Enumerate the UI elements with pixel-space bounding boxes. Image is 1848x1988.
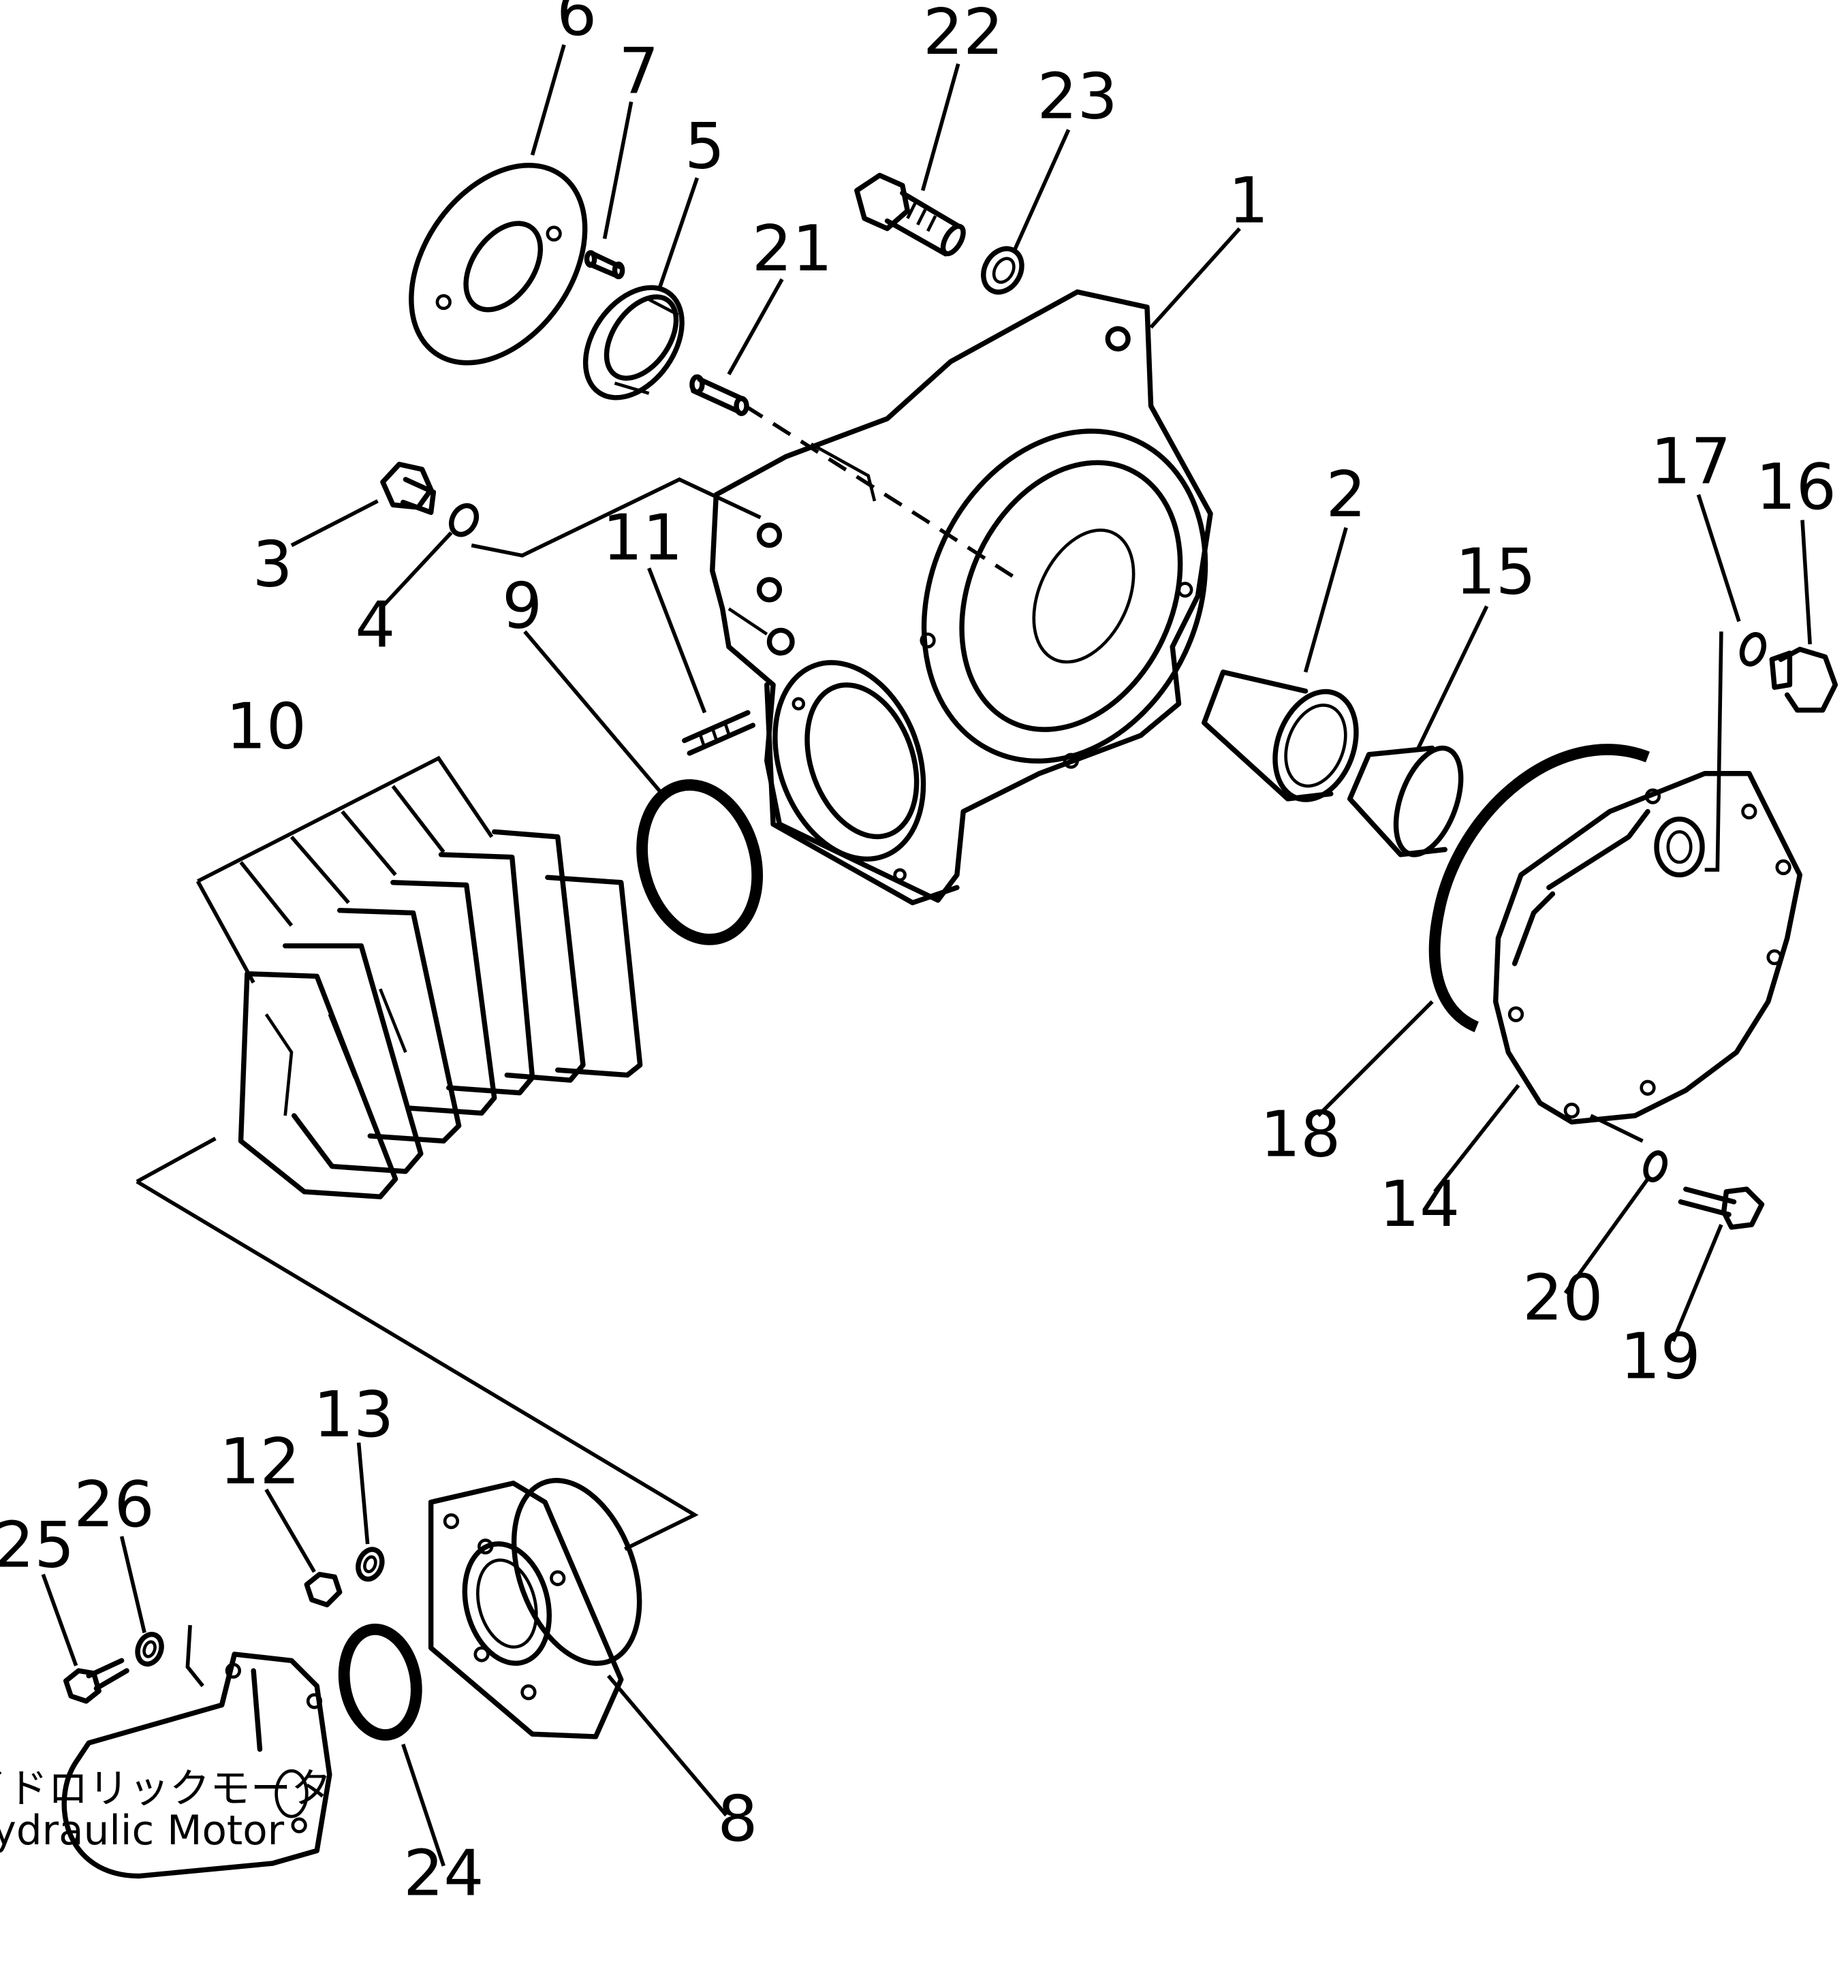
part-6-flange-plate <box>409 163 588 366</box>
label-12: 12 <box>219 1425 300 1498</box>
motor-label-jp: ハイドロリックモータ <box>0 1766 332 1813</box>
part-11-stud <box>682 710 756 756</box>
label-20: 20 <box>1522 1261 1603 1335</box>
part-25-bolt <box>63 1658 129 1704</box>
part-12-nut <box>304 1572 343 1608</box>
hydraulic-motor: ハイドロリックモータ Hydraulic Motor <box>0 1652 332 1879</box>
part-19-bolt <box>1678 1186 1765 1230</box>
label-14: 14 <box>1379 1167 1460 1241</box>
label-25: 25 <box>0 1509 74 1582</box>
label-15: 15 <box>1456 535 1536 608</box>
part-21-dowel <box>689 374 749 416</box>
label-5: 5 <box>685 109 725 183</box>
part-17-o-ring <box>1739 632 1767 667</box>
label-10: 10 <box>226 690 307 763</box>
part-15-sleeve <box>1347 745 1464 857</box>
part-7-pin <box>584 250 625 280</box>
part-16-plug <box>1769 646 1838 713</box>
label-3: 3 <box>252 527 292 601</box>
label-19: 19 <box>1620 1319 1700 1393</box>
label-17: 17 <box>1650 425 1731 499</box>
label-21: 21 <box>752 212 832 285</box>
label-9: 9 <box>502 569 542 643</box>
leader-lines <box>41 44 1812 1867</box>
part-2-bearing-cup <box>1202 669 1359 802</box>
part-14-cover <box>1492 771 1803 1125</box>
label-16: 16 <box>1756 450 1836 524</box>
motor-label-en: Hydraulic Motor <box>0 1808 285 1855</box>
label-4: 4 <box>355 588 395 662</box>
centerline-dashed <box>744 404 1016 579</box>
part-23-washer <box>981 246 1024 295</box>
label-11: 11 <box>602 501 683 574</box>
part-20-washer <box>1643 1150 1667 1183</box>
part-24-o-ring <box>338 1624 422 1741</box>
label-8: 8 <box>717 1782 757 1855</box>
part-18-seal-ring <box>1428 744 1650 1032</box>
part-26-washer <box>135 1632 164 1667</box>
part-5-bearing <box>582 285 685 400</box>
part-10-shim-stack <box>238 829 643 1199</box>
part-3-plug <box>380 461 437 516</box>
part-8-adapter-flange <box>428 1478 642 1739</box>
part-4-o-ring <box>449 503 480 537</box>
label-18: 18 <box>1260 1098 1341 1171</box>
label-26: 26 <box>74 1468 154 1541</box>
part-22-bolt <box>854 172 966 257</box>
label-23: 23 <box>1037 60 1117 133</box>
part-9-o-ring <box>636 779 764 945</box>
label-2: 2 <box>1326 458 1366 531</box>
part-number-labels: 1 2 3 4 5 6 7 8 9 10 11 12 13 14 15 16 1… <box>0 0 1836 1910</box>
label-1: 1 <box>1228 163 1268 237</box>
label-22: 22 <box>923 0 1003 69</box>
label-6: 6 <box>557 0 597 50</box>
part-13-washer <box>356 1547 385 1582</box>
label-7: 7 <box>618 34 659 108</box>
label-24: 24 <box>403 1837 484 1910</box>
part-1-housing <box>710 289 1213 906</box>
label-13: 13 <box>313 1378 394 1451</box>
